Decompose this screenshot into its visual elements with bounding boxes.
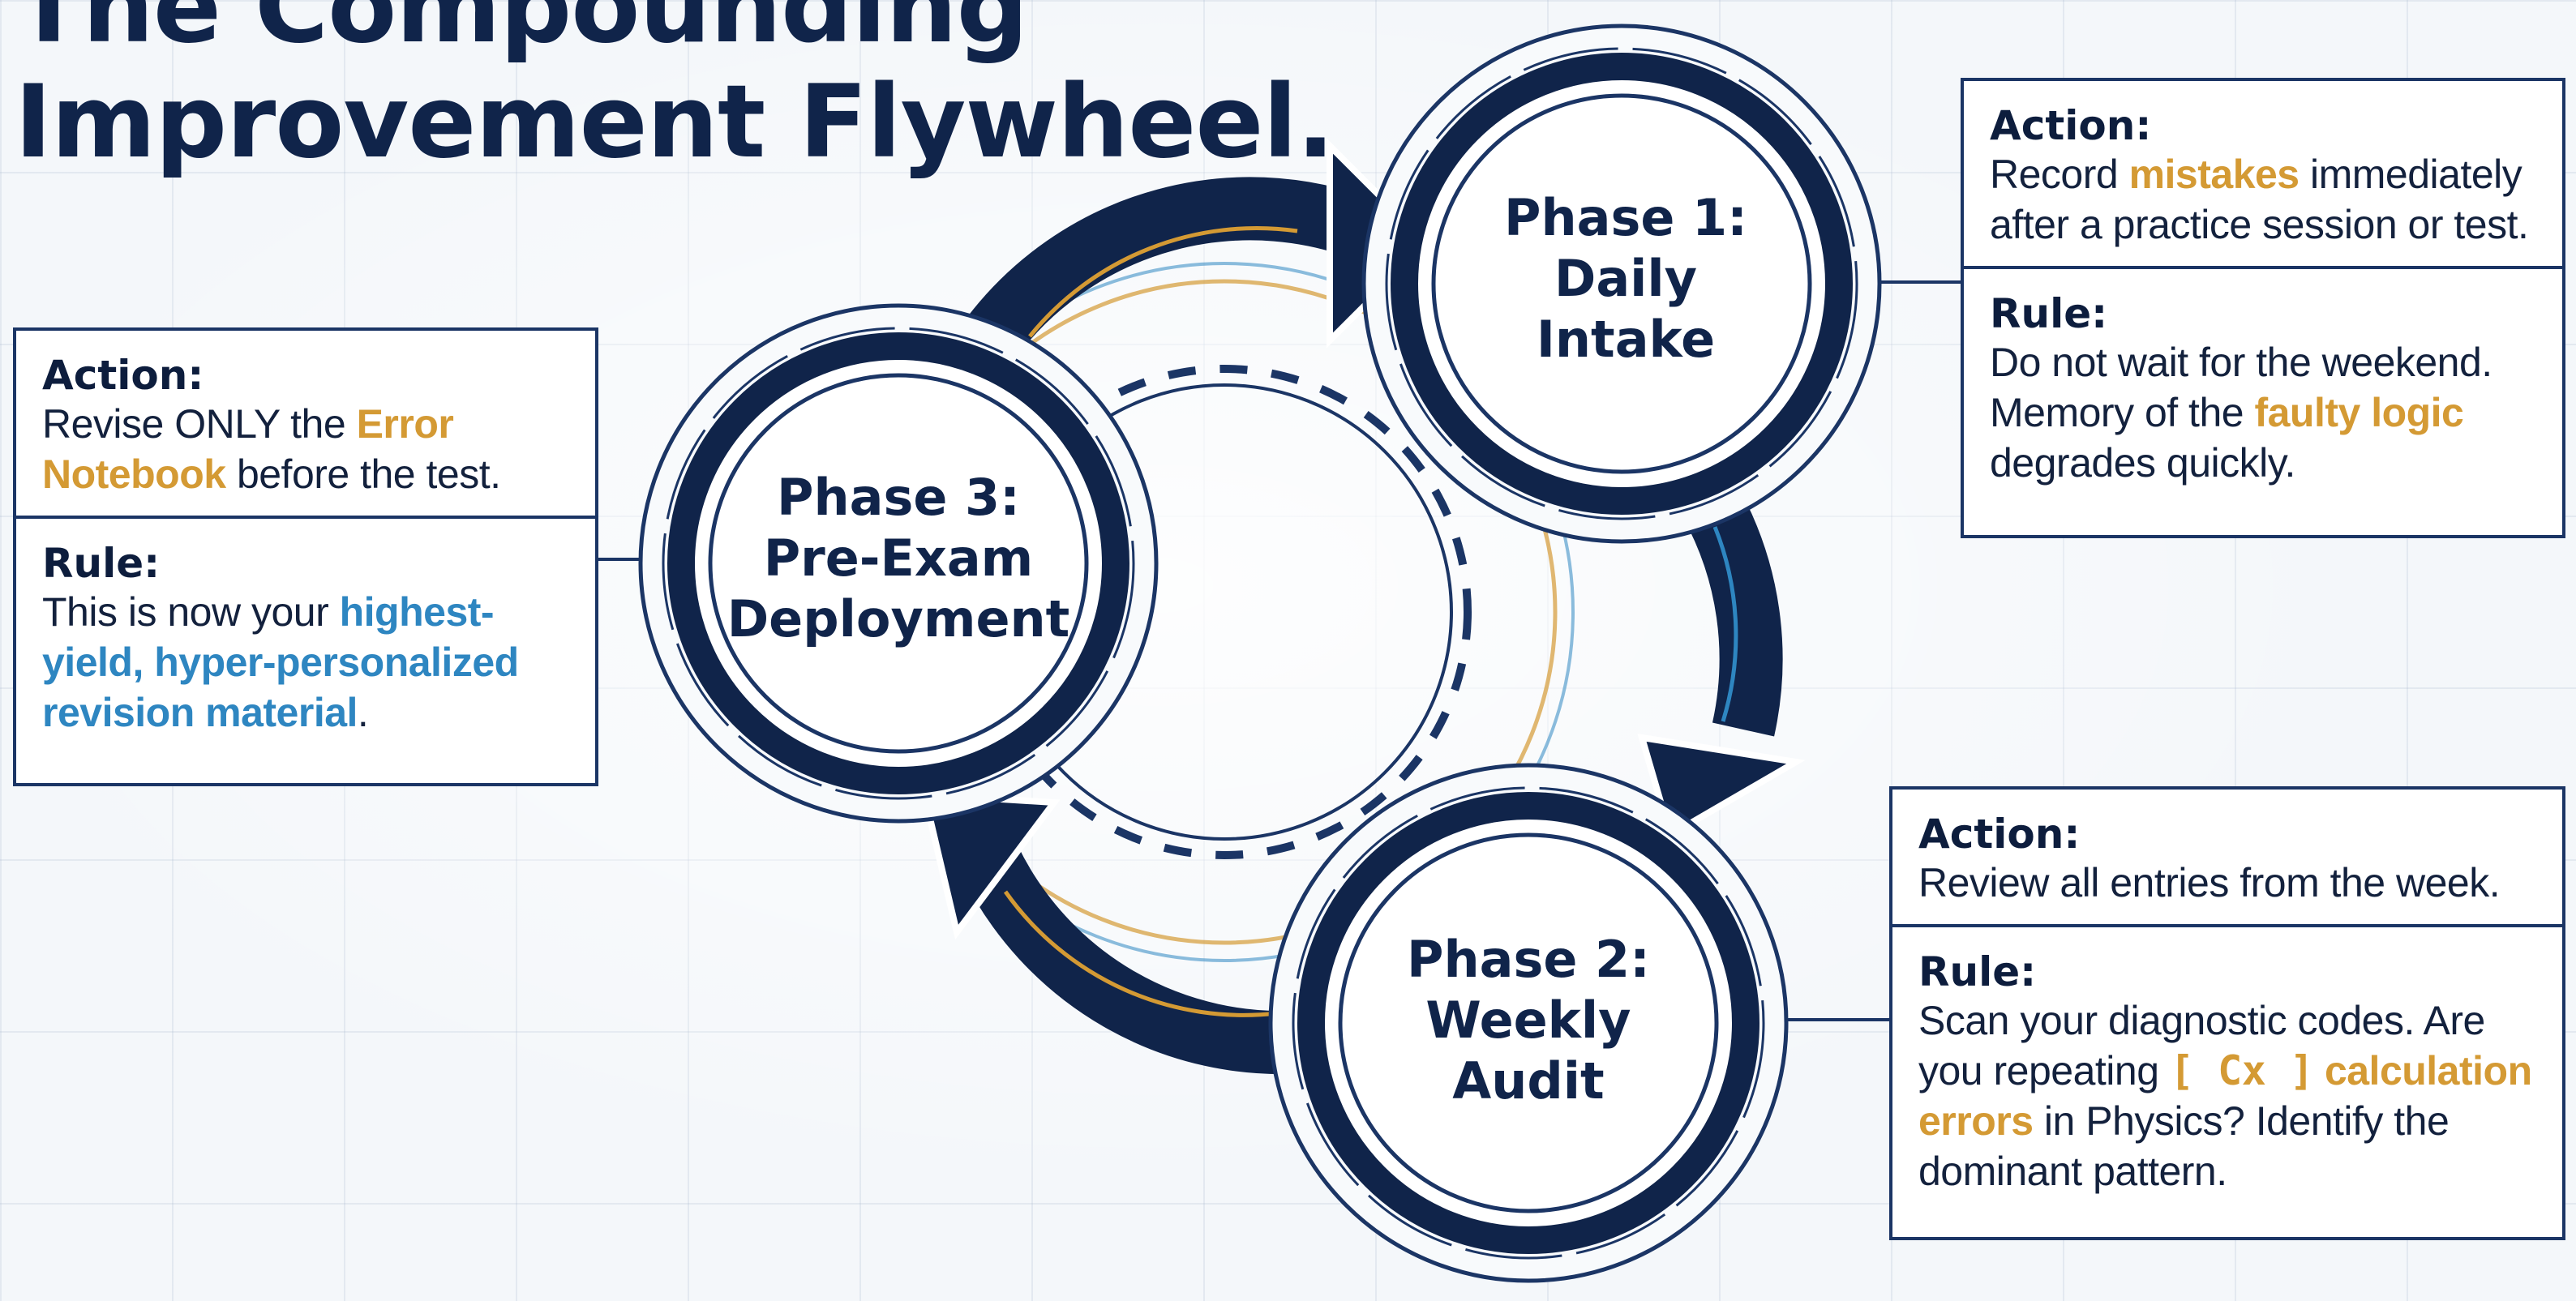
phase-1-action-text: Record mistakes immediately after a prac… — [1990, 149, 2536, 250]
phase-3-rule-section: Rule: This is now your highest-yield, hy… — [16, 516, 595, 754]
phase-1-label-line2: Daily — [1554, 249, 1697, 308]
phase-2-rule-title: Rule: — [1918, 948, 2037, 995]
phase-2-rule-section: Rule: Scan your diagnostic codes. Are yo… — [1892, 924, 2562, 1213]
phase-3-label-line2: Pre-Exam — [764, 529, 1034, 588]
phase-2-node: Phase 2: Weekly Audit — [1268, 763, 1789, 1283]
phase-3-card: Action: Revise ONLY the Error Notebook b… — [13, 327, 598, 786]
phase-1-rule-text-b: degrades quickly. — [1990, 440, 2295, 486]
phase-2-label-line1: Phase 2: — [1407, 930, 1650, 989]
page-title: The Compounding Improvement Flywheel. — [15, 0, 1335, 181]
phase-3-rule-text: This is now your highest-yield, hyper-pe… — [42, 587, 569, 738]
phase-2-rule-text-b: in Physics? Identify the dominant patter… — [1918, 1098, 2450, 1194]
phase-3-rule-text-a: This is now your — [42, 589, 340, 635]
phase-1-rule-text: Do not wait for the weekend. Memory of t… — [1990, 337, 2536, 488]
phase-1-action-text-b: immediately after a practice session or … — [1990, 152, 2529, 247]
flow-arrow-icon — [919, 138, 1806, 1075]
phase-2-label-line3: Audit — [1452, 1051, 1604, 1111]
phase-1-label-line3: Intake — [1537, 310, 1715, 369]
phase-3-label-line1: Phase 3: — [777, 468, 1020, 527]
phase-1-rule-text-a: Do not wait for the weekend. Memory of t… — [1990, 340, 2492, 435]
title-line-1: The Compounding — [15, 0, 1028, 66]
phase-3-label-line3: Deployment — [727, 589, 1070, 648]
phase-3-rule-text-b: . — [357, 690, 369, 735]
phase-3-action-text: Revise ONLY the Error Notebook before th… — [42, 399, 569, 499]
phase-3-action-highlight: Error Notebook — [42, 401, 454, 497]
phase-1-card: Action: Record mistakes immediately afte… — [1961, 78, 2565, 538]
phase-1-node: Phase 1: Daily Intake — [1361, 24, 1882, 544]
phase-2-rule-text-a: Scan your diagnostic codes. Are you repe… — [1918, 998, 2485, 1093]
phase-2-rule-text: Scan your diagnostic codes. Are you repe… — [1918, 995, 2536, 1196]
phase-2-action-section: Action: Review all entries from the week… — [1892, 790, 2562, 924]
title-line-2: Improvement Flywheel. — [15, 64, 1335, 181]
phase-2-rule-code: [ Cx ] — [2169, 1047, 2314, 1094]
phase-3-action-text-b: before the test. — [225, 451, 501, 497]
phase-1-rule-section: Rule: Do not wait for the weekend. Memor… — [1964, 266, 2562, 504]
phase-1-label-line1: Phase 1: — [1504, 188, 1747, 247]
phase-1-rule-highlight: faulty logic — [2254, 390, 2464, 435]
phase-1-action-title: Action: — [1990, 102, 2152, 149]
phase-3-node: Phase 3: Pre-Exam Deployment — [638, 303, 1159, 824]
phase-2-action-title: Action: — [1918, 811, 2081, 858]
phase-2-rule-highlight: calculation errors — [1918, 1048, 2532, 1144]
phase-2-label-line2: Weekly — [1425, 991, 1631, 1050]
phase-1-action-text-a: Record — [1990, 152, 2129, 197]
phase-3-rule-highlight: highest-yield, hyper-personalized revisi… — [42, 589, 519, 735]
phase-3-action-text-a: Revise ONLY the — [42, 401, 357, 447]
phase-2-action-text: Review all entries from the week. — [1918, 860, 2501, 905]
phase-1-action-section: Action: Record mistakes immediately afte… — [1964, 81, 2562, 266]
phase-2-card: Action: Review all entries from the week… — [1889, 786, 2565, 1240]
phase-3-action-section: Action: Revise ONLY the Error Notebook b… — [16, 331, 595, 516]
phase-3-rule-title: Rule: — [42, 540, 161, 587]
phase-3-action-title: Action: — [42, 352, 204, 399]
phase-1-action-highlight: mistakes — [2128, 152, 2300, 197]
phase-1-rule-title: Rule: — [1990, 290, 2108, 337]
